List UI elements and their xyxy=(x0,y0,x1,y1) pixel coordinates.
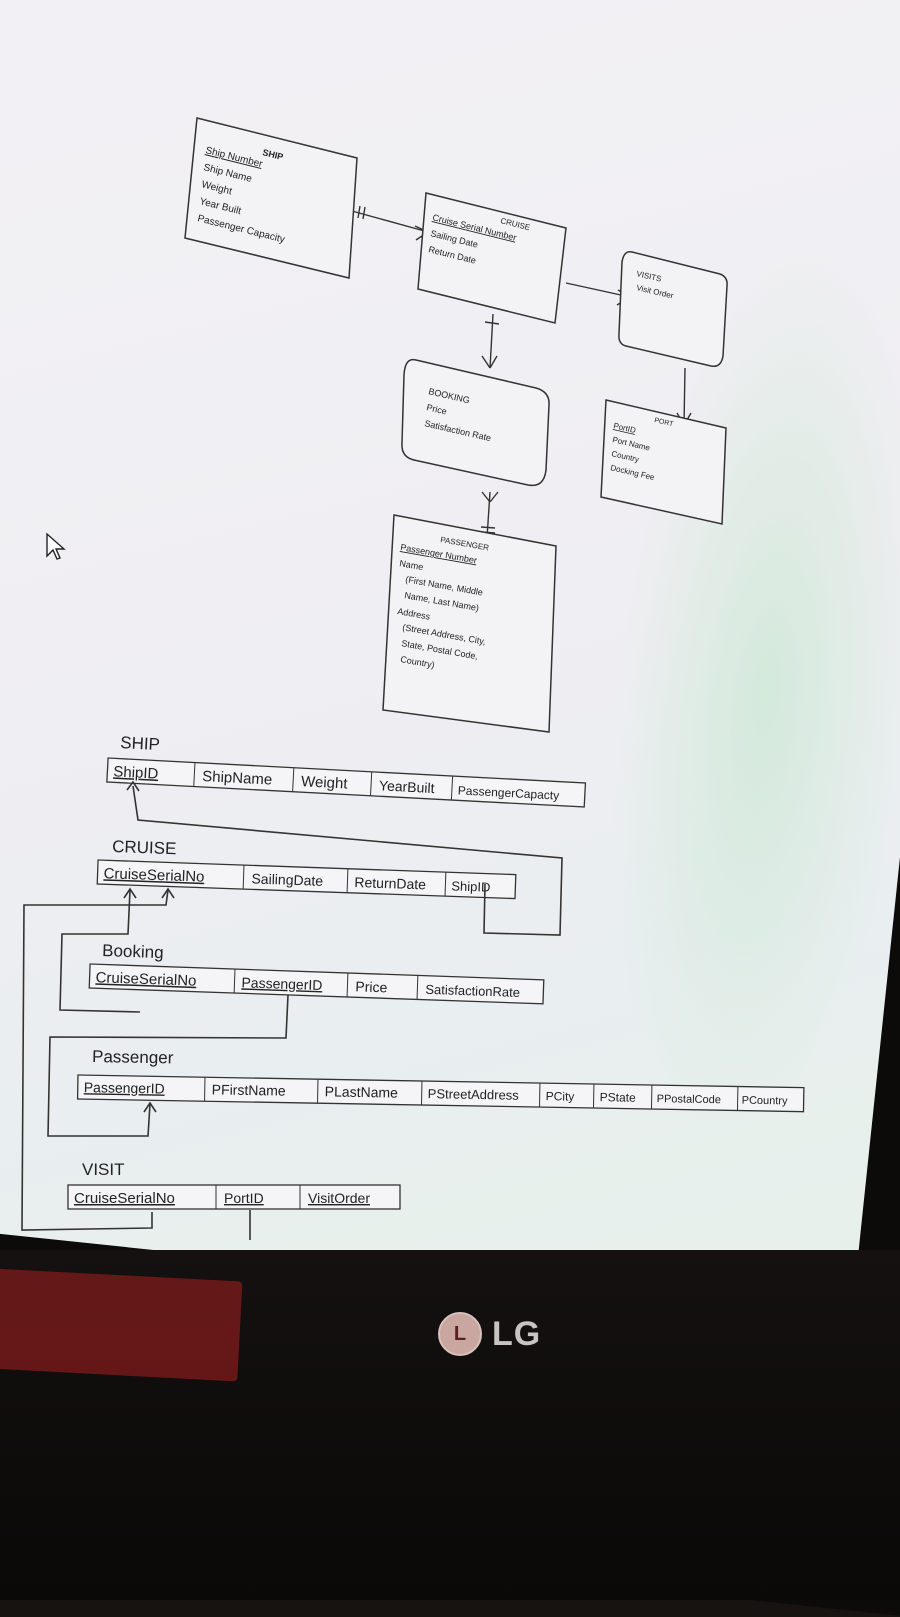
brand-name: LG xyxy=(492,1315,541,1354)
er-entity-port: PORT PortID Port Name Country Docking Fe… xyxy=(601,400,726,524)
rel-ship-col-0: ShipID xyxy=(113,763,159,782)
er-entity-ship: SHIP Ship Number Ship Name Weight Year B… xyxy=(185,118,357,278)
er-entity-visits: VISITS Visit Order xyxy=(619,252,727,367)
fk-cruise-shipid xyxy=(133,786,562,935)
visits-port-line xyxy=(684,368,685,425)
rel-passenger-row: PassengerID PFirstName PLastName PStreet… xyxy=(78,1075,804,1112)
rel-visit-col-1: PortID xyxy=(224,1190,264,1206)
rel-visit-title: VISIT xyxy=(82,1160,125,1179)
rel-passenger-col-4: PCity xyxy=(546,1089,575,1103)
rel-booking-title: Booking xyxy=(102,941,164,962)
er-entity-cruise: CRUISE Cruise Serial Number Sailing Date… xyxy=(418,193,566,323)
rel-booking-row: CruiseSerialNo PassengerID Price Satisfa… xyxy=(89,964,544,1004)
rel-ship-col-2: Weight xyxy=(301,773,349,792)
rel-passenger-col-6: PPostalCode xyxy=(657,1093,721,1106)
rel-cruise-col-0: CruiseSerialNo xyxy=(103,865,204,886)
rel-passenger-col-1: PFirstName xyxy=(212,1081,286,1098)
rel-booking-col-0: CruiseSerialNo xyxy=(95,969,196,990)
red-sticker xyxy=(0,1269,242,1382)
rel-visit-row: CruiseSerialNo PortID VisitOrder xyxy=(68,1185,400,1209)
rel-ship-title: SHIP xyxy=(120,733,161,754)
rel-ship-row: ShipID ShipName Weight YearBuilt Passeng… xyxy=(107,758,586,807)
rel-cruise-row: CruiseSerialNo SailingDate ReturnDate Sh… xyxy=(97,860,516,899)
rel-cruise-col-2: ReturnDate xyxy=(354,874,426,892)
rel-passenger-title: Passenger xyxy=(92,1047,174,1067)
er-entity-passenger: PASSENGER Passenger Number Name (First N… xyxy=(383,515,556,732)
rel-passenger-col-0: PassengerID xyxy=(84,1079,165,1096)
rel-visit-col-0: CruiseSerialNo xyxy=(74,1190,175,1207)
rel-booking-col-2: Price xyxy=(355,978,388,995)
er-entity-booking: BOOKING Price Satisfaction Rate xyxy=(402,360,549,486)
mouse-cursor-icon xyxy=(44,532,68,562)
rel-passenger-col-2: PLastName xyxy=(325,1083,399,1100)
lg-logo-icon: L xyxy=(438,1312,482,1356)
brand-logo: L LG xyxy=(438,1312,541,1356)
rel-cruise-col-1: SailingDate xyxy=(251,870,323,888)
rel-booking-col-1: PassengerID xyxy=(241,974,322,993)
rel-passenger-col-7: PCountry xyxy=(742,1095,789,1108)
rel-visit-col-2: VisitOrder xyxy=(308,1190,370,1206)
rel-cruise-title: CRUISE xyxy=(112,837,177,858)
rel-ship-col-3: YearBuilt xyxy=(379,777,435,796)
relational-schema: SHIP ShipID ShipName Weight YearBuilt Pa… xyxy=(68,733,804,1209)
rel-passenger-col-3: PStreetAddress xyxy=(428,1086,520,1103)
rel-passenger-col-5: PState xyxy=(600,1090,637,1105)
